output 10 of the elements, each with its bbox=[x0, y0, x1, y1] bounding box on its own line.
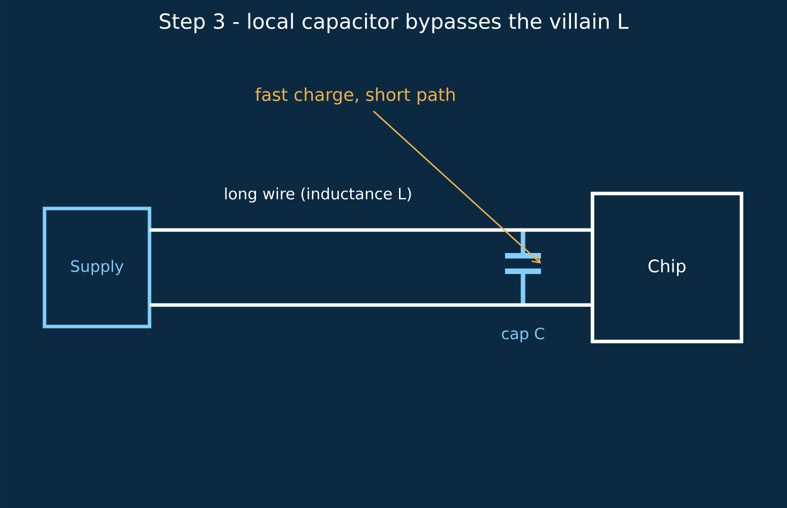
wire-label: long wire (inductance L) bbox=[225, 187, 411, 203]
capacitor-symbol bbox=[505, 230, 541, 305]
wire bbox=[150, 228, 592, 232]
component-label: cap C bbox=[502, 328, 544, 342]
chip-box: Chip bbox=[590, 192, 744, 344]
title: Step 3 - local capacitor bypasses the villain L bbox=[160, 12, 628, 34]
wire bbox=[150, 303, 592, 307]
arrow bbox=[373, 110, 541, 264]
callout-text: fast charge, short path bbox=[255, 88, 455, 104]
supply-box: Supply bbox=[42, 206, 152, 328]
